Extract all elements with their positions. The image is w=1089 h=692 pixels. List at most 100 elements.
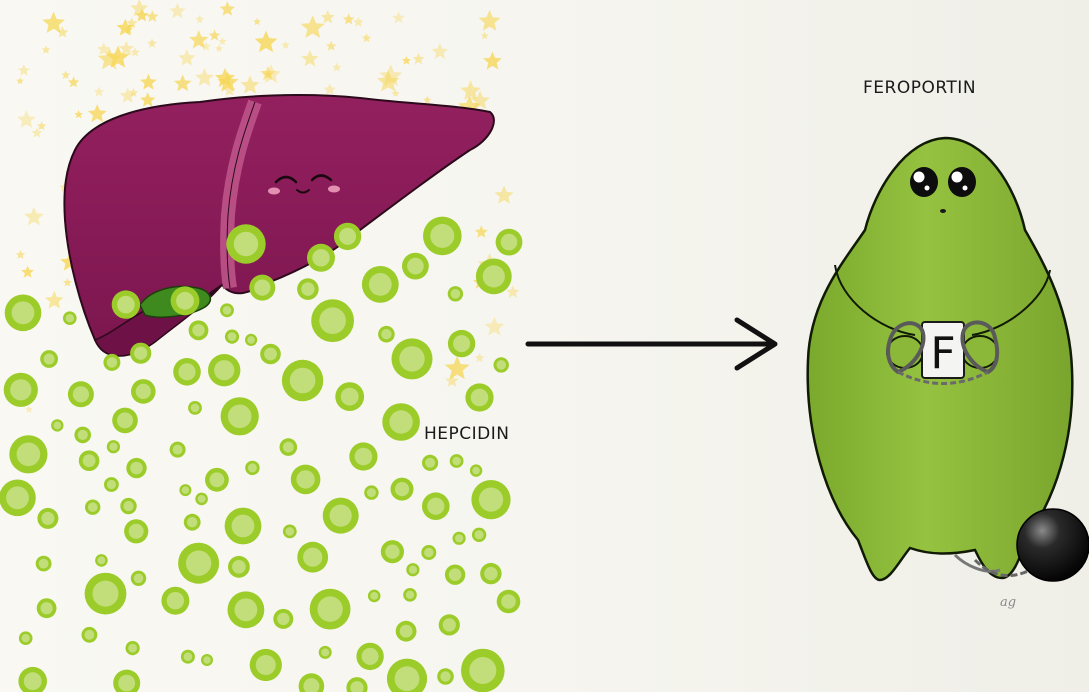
hepcidin-particle-core bbox=[443, 618, 456, 631]
hepcidin-particle-core bbox=[128, 644, 137, 653]
hepcidin-particle-core bbox=[41, 602, 53, 614]
hepcidin-particle-core bbox=[469, 657, 496, 684]
hepcidin-particle-core bbox=[471, 389, 489, 407]
hepcidin-particle-core bbox=[440, 671, 450, 681]
star-icon bbox=[94, 87, 105, 97]
arrow-icon bbox=[528, 320, 775, 368]
star-icon bbox=[479, 10, 501, 31]
hepcidin-particle-core bbox=[483, 265, 505, 287]
hepcidin-particle-core bbox=[167, 592, 184, 609]
hepcidin-particle-core bbox=[232, 515, 255, 538]
hepcidin-particle-core bbox=[339, 228, 356, 245]
hepcidin-particle-core bbox=[475, 530, 484, 539]
hepcidin-particle-core bbox=[453, 335, 470, 352]
star-icon bbox=[506, 285, 519, 298]
star-icon bbox=[130, 47, 140, 56]
star-icon bbox=[475, 353, 485, 362]
hepcidin-particle-core bbox=[286, 527, 295, 536]
hepcidin-particle-core bbox=[54, 422, 62, 430]
hepcidin-particle-core bbox=[187, 517, 197, 527]
star-icon bbox=[324, 83, 336, 95]
hepcidin-particle-core bbox=[192, 324, 204, 336]
hepcidin-particle-core bbox=[17, 443, 41, 467]
hepcidin-particle-core bbox=[176, 292, 194, 310]
star-icon bbox=[215, 45, 223, 52]
hepcidin-particle-core bbox=[303, 548, 322, 567]
star-icon bbox=[21, 266, 34, 278]
star-icon bbox=[45, 291, 64, 309]
hepcidin-particle-core bbox=[312, 249, 329, 266]
hepcidin-particle-core bbox=[186, 551, 211, 576]
hepcidin-particle-core bbox=[399, 346, 424, 371]
star-icon bbox=[74, 110, 83, 118]
hepcidin-particle-core bbox=[198, 495, 206, 503]
hepcidin-particle-core bbox=[228, 332, 237, 341]
hepcidin-particle-core bbox=[228, 405, 252, 429]
hepcidin-particle-core bbox=[247, 336, 255, 344]
star-icon bbox=[16, 77, 24, 84]
hepcidin-particle-core bbox=[290, 368, 316, 394]
star-icon bbox=[343, 13, 355, 24]
hepcidin-particle-core bbox=[449, 568, 462, 581]
star-icon bbox=[24, 207, 44, 226]
hepcidin-particle-core bbox=[214, 360, 234, 380]
hepcidin-particle-core bbox=[123, 501, 133, 511]
star-icon bbox=[169, 3, 186, 19]
hepcidin-particle-core bbox=[109, 443, 117, 451]
star-icon bbox=[475, 225, 488, 237]
hepcidin-particle-core bbox=[427, 498, 444, 515]
star-icon bbox=[402, 56, 411, 65]
star-icon bbox=[209, 30, 221, 41]
hepcidin-particle-core bbox=[484, 567, 497, 580]
hepcidin-particle-core bbox=[118, 675, 135, 692]
hepcidin-particle-core bbox=[254, 280, 270, 296]
hepcidin-particle-core bbox=[330, 504, 352, 526]
hepcidin-particle-core bbox=[248, 463, 257, 472]
hepcidin-particle-core bbox=[341, 388, 359, 406]
hepcidin-particle-core bbox=[472, 467, 480, 475]
star-icon bbox=[321, 10, 335, 23]
hepcidin-particle-core bbox=[319, 307, 346, 334]
hepcidin-particle-core bbox=[98, 557, 106, 565]
hepcidin-particle-core bbox=[117, 412, 133, 428]
star-icon bbox=[174, 75, 192, 92]
star-icon bbox=[25, 406, 33, 414]
star-icon bbox=[301, 50, 318, 67]
star-icon bbox=[353, 17, 363, 27]
hepcidin-label: HEPCIDIN bbox=[424, 424, 509, 444]
hepcidin-particle-core bbox=[370, 592, 378, 600]
star-icon bbox=[195, 68, 214, 86]
star-icon bbox=[362, 33, 371, 42]
hepcidin-particle-core bbox=[452, 457, 461, 466]
star-icon bbox=[392, 89, 400, 97]
hepcidin-particle-core bbox=[455, 534, 463, 542]
hepcidin-particle-core bbox=[85, 630, 95, 640]
hepcidin-particle-core bbox=[424, 548, 433, 557]
ferroportin-label: FEROPORTIN bbox=[863, 78, 976, 98]
hepcidin-particle-core bbox=[389, 410, 412, 433]
hepcidin-particle-core bbox=[24, 672, 42, 690]
star-icon bbox=[178, 49, 195, 65]
star-icon bbox=[220, 1, 235, 16]
star-icon bbox=[301, 15, 325, 38]
hepcidin-particle-core bbox=[223, 306, 232, 315]
hepcidin-particle-core bbox=[191, 404, 200, 413]
star-icon bbox=[326, 41, 337, 51]
hepcidin-particle-core bbox=[321, 648, 329, 656]
hepcidin-particle-core bbox=[41, 512, 54, 525]
hepcidin-particle-core bbox=[235, 598, 258, 621]
hepcidin-particle-core bbox=[107, 357, 117, 367]
hepcidin-particle-core bbox=[395, 482, 409, 496]
hepcidin-particle-core bbox=[88, 502, 98, 512]
hepcidin-particle-core bbox=[367, 488, 376, 497]
hepcidin-particle-core bbox=[385, 545, 399, 559]
star-icon bbox=[423, 96, 432, 104]
hepcidin-particle-core bbox=[409, 566, 417, 574]
hepcidin-particle-core bbox=[407, 258, 424, 275]
shackle-letter: F bbox=[930, 328, 955, 379]
hepcidin-particle-core bbox=[369, 273, 392, 296]
hepcidin-particle-core bbox=[301, 282, 314, 295]
star-icon bbox=[253, 18, 261, 26]
